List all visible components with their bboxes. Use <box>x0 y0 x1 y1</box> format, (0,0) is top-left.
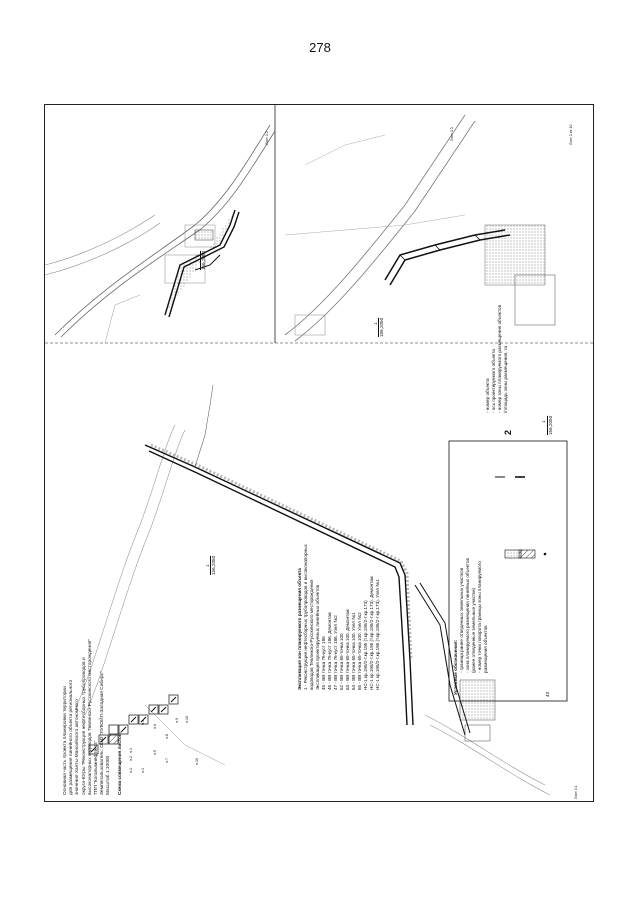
key-scheme-label: п.10 <box>185 716 189 723</box>
title-line: Масштаб 1:10000 <box>106 755 112 795</box>
key-scheme-label: п.3 <box>129 748 133 753</box>
legend-left: Условные обозначения: - граница ранее от… <box>453 558 489 695</box>
key-scheme-label: п.1 <box>141 768 145 773</box>
key-scheme-icons <box>88 694 179 755</box>
explication-object: НС-1 кр.195/2-т.кр.195 (т.кр.195/2-т.кр.… <box>375 579 380 690</box>
plan-sheet: Основная часть проекта планировки террит… <box>44 104 594 802</box>
key-scheme-label: п.9 <box>175 718 179 723</box>
inset-bottom-zone-area: 156,2050 <box>379 317 384 337</box>
inset-bottom-map <box>284 114 556 342</box>
legend-zone-area: 156,2050 <box>548 415 553 435</box>
key-scheme-label: п.10 <box>195 758 199 765</box>
key-scheme-title: Схема совмещения листов: <box>117 731 122 795</box>
main-sheet-label: Лист 3.1 <box>574 785 578 799</box>
page-number: 278 <box>309 40 331 55</box>
explication-block: Экспликация зон планируемого размещения … <box>297 544 381 690</box>
key-scheme-label: п.2 <box>129 756 133 761</box>
legend-symbols <box>495 476 547 559</box>
main-map <box>74 384 551 796</box>
sheet-counter: Лист 3 из 10 <box>569 124 573 145</box>
key-scheme-label: п.5 <box>153 750 157 755</box>
inset-top-sheet-label: Лист 3.2 <box>265 131 269 145</box>
inset-top-zone-area: 156,2050 <box>201 250 206 270</box>
legend-frame <box>448 440 568 702</box>
map-canvas <box>45 105 593 796</box>
title-line: округа-Югры "Реконструкция нефтесборных … <box>81 657 87 795</box>
key-scheme-label: п.4 <box>141 720 145 725</box>
legend-object-number: 2 <box>503 429 513 435</box>
inset-top-map <box>45 124 276 344</box>
legend-item: размещения объектов <box>483 625 488 673</box>
title-block: Основная часть проекта планировки террит… <box>63 639 113 795</box>
legend-right: - номер объекта - ось проектируемого объ… <box>485 305 509 435</box>
key-scheme-label: п.1 <box>129 768 133 773</box>
key-scheme-label: п.8 <box>165 734 169 739</box>
legend-zone-number: 1 <box>541 420 546 423</box>
key-scheme-label: п.6 <box>153 724 157 729</box>
legend-point-label: 43 <box>545 691 550 697</box>
main-zone-area: 156,2050 <box>211 555 216 575</box>
legend-right-item: /площадь зоны размещения, га <box>503 346 508 413</box>
inset-bottom-sheet-label: Лист 3.3 <box>450 127 454 141</box>
key-scheme-label: п.7 <box>165 758 169 763</box>
